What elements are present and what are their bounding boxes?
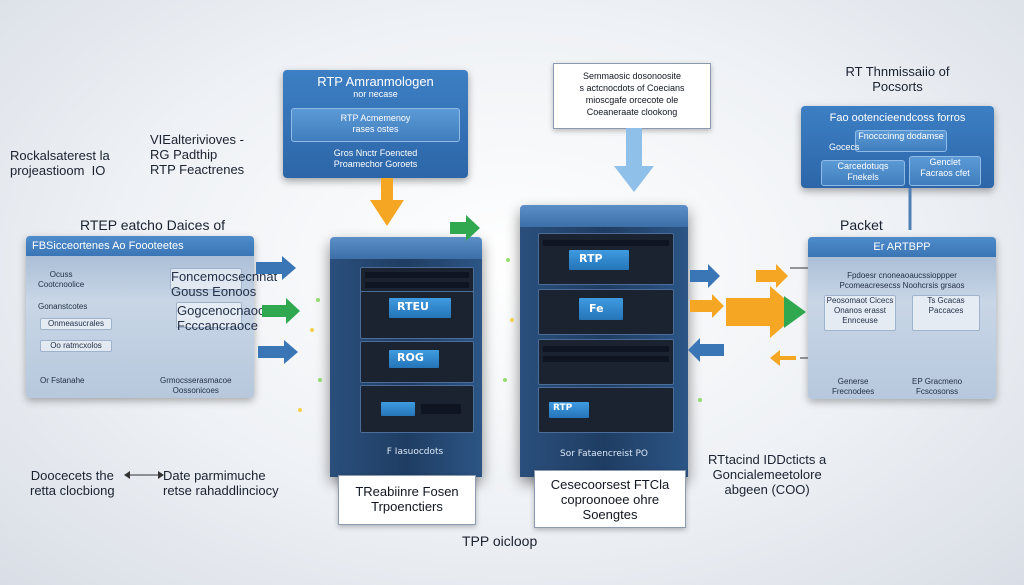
server-2-screen-1-label: RTP: [579, 252, 603, 265]
right-bottom-label: RTtacind IDDcticts a Goncialemeetolore a…: [708, 452, 827, 497]
server-2-rack-3: [538, 339, 674, 385]
packet-label: Packet: [840, 217, 883, 233]
server-1-top: [330, 237, 482, 259]
orange-down-arrow-left: [370, 178, 404, 226]
bottom-left-arrow: [124, 471, 164, 479]
top-note-box: Semmaosic dosonoosite s actcnocdots of C…: [553, 63, 711, 129]
left-panel-header: FBSicceortenes Ao Foooteetes: [26, 236, 254, 256]
server-1-screen-2: [389, 350, 439, 368]
video-services-label: VIEalterivioves - RG Padthip RTP Feactre…: [150, 132, 245, 177]
top-center-inner: RTP Acmemenoy rases ostes: [291, 108, 460, 142]
server-2-screen-3: [549, 402, 589, 418]
big-orange-arrow: [726, 286, 806, 338]
blue-down-arrow-right: [614, 128, 654, 192]
right-item-2-label: Gogcenocnaoces Fcccancraoce: [177, 303, 279, 333]
top-center-title: RTP Amranmologen: [317, 74, 434, 89]
server-1-screen-3: [381, 402, 415, 416]
left-item-2: Gonanstcotes: [38, 302, 88, 311]
green-right-arrow: [450, 215, 480, 241]
right-item-2: Gogcenocnaoces Fcccancraoce: [176, 302, 278, 333]
left-item-1: Ocuss Cootcnoolice: [38, 270, 85, 289]
right-item-1: Foncemocsecnnat Gouss Eonoos: [170, 268, 277, 299]
server-1-caption-text: TReabiinre Fosen Trpoenctiers: [355, 484, 459, 514]
bottom-left-date: Date parmimuche retse rahaddlinciocy: [163, 468, 279, 498]
server-1-rack-4: [360, 385, 474, 433]
server-1: RTEU ROG F Iasuocdots: [330, 237, 482, 477]
server-1-caption: TReabiinre Fosen Trpoenctiers: [338, 475, 476, 525]
devices-title: RTEP eatcho Daices of: [80, 217, 226, 233]
right-panel-cell-2: Ts Gcacas Paccaces: [912, 295, 980, 331]
server-2-caption: Cesecoorsest FTCla coproonoee ohre Soeng…: [534, 470, 686, 528]
right-item-1-label: Foncemocsecnnat Gouss Eonoos: [171, 269, 278, 299]
top-center-inner-sub: rases ostes: [352, 124, 399, 134]
server-2-rack-2: Fe: [538, 289, 674, 335]
top-right-cell-4: Genclet Facraos cfet: [909, 156, 981, 186]
server-1-screen-1: [389, 298, 451, 318]
left-item-3: Onmeasucrales: [40, 318, 112, 330]
right-panel-cell-1: Peosomaot Cicecs Onanos erasst Ennceuse: [824, 295, 896, 331]
top-center-inner-title: RTP Acmemenoy: [340, 113, 411, 123]
server-2-rack-4: RTP: [538, 387, 674, 433]
server-1-screen-2-label: ROG: [397, 351, 424, 364]
server-1-rack-3: ROG: [360, 341, 474, 383]
right-connector-arrows: [688, 264, 808, 366]
bottom-center-label: TPP oicloop: [462, 533, 538, 549]
server-2: RTP Fe RTP Sor Fataencreist PO: [520, 205, 688, 477]
server-2-rack-1: RTP: [538, 233, 674, 285]
top-right-cell-3: Carcedotuqs Fnekels: [821, 160, 905, 186]
left-panel: FBSicceortenes Ao Foooteetes Ocuss Cootc…: [26, 236, 278, 398]
server-2-screen-3-label: RTP: [553, 403, 573, 413]
top-center-panel: RTP Amranmologen nor necase RTP Acmemeno…: [283, 70, 468, 178]
server-2-screen-2-label: Fe: [589, 302, 604, 315]
top-right-cell-2: Gocecs: [829, 142, 860, 152]
top-right-title: RT Thnmissaiio of Pocsorts: [845, 64, 950, 94]
server-1-base-label: F Iasuocdots: [386, 447, 444, 457]
server-1-rack-2: RTEU: [360, 291, 474, 339]
server-2-top: [520, 205, 688, 227]
right-panel-left-footer: Generse Frecnodees: [832, 377, 875, 396]
top-center-footer: Gros Nnctr Foencted Proamechor Goroets: [333, 148, 418, 169]
top-right-cell-1-label: Fnocccinng dodamse: [858, 131, 944, 141]
server-2-caption-text: Cesecoorsest FTCla coproonoee ohre Soeng…: [550, 477, 670, 522]
left-panel-arrows: [256, 256, 300, 364]
left-item-4: Oo ratmcxolos: [40, 340, 112, 352]
right-item-3: Grmocsserasmacoe Oossonicoes: [160, 376, 232, 395]
server-1-screen-1-label: RTEU: [397, 300, 429, 313]
server-green-dots: [298, 258, 702, 412]
right-panel-right-footer: EP Gracmeno Fcscosonss: [912, 377, 963, 396]
right-panel-title: Fpdoesr cnoneaoaucssioppper Pcomeacresec…: [839, 271, 965, 290]
top-right-panel-header: Fao ootencieendcoss forros: [829, 112, 966, 124]
top-note-text: Semmaosic dosonoosite s actcnocdots of C…: [579, 71, 685, 117]
top-center-subtitle: nor necase: [353, 89, 398, 99]
top-right-panel: Fao ootencieendcoss forros Fnocccinng do…: [801, 106, 994, 188]
server-2-screen-2: [579, 298, 623, 320]
server-2-base-label: Sor Fataencreist PO: [559, 449, 648, 459]
left-item-5: Or Fstanahe: [40, 376, 85, 385]
server-2-screen-1: [569, 250, 629, 270]
reassembly-label: Rockalsaterest la projeastioom IO: [10, 148, 110, 178]
top-right-cell-1: Fnocccinng dodamse: [855, 130, 947, 152]
right-panel-header: Er ARTBPP: [808, 237, 996, 257]
right-panel: Er ARTBPP Fpdoesr cnoneaoaucssioppper Pc…: [808, 237, 996, 399]
bottom-left-devices: Doocecets the retta clocbiong: [30, 468, 115, 498]
